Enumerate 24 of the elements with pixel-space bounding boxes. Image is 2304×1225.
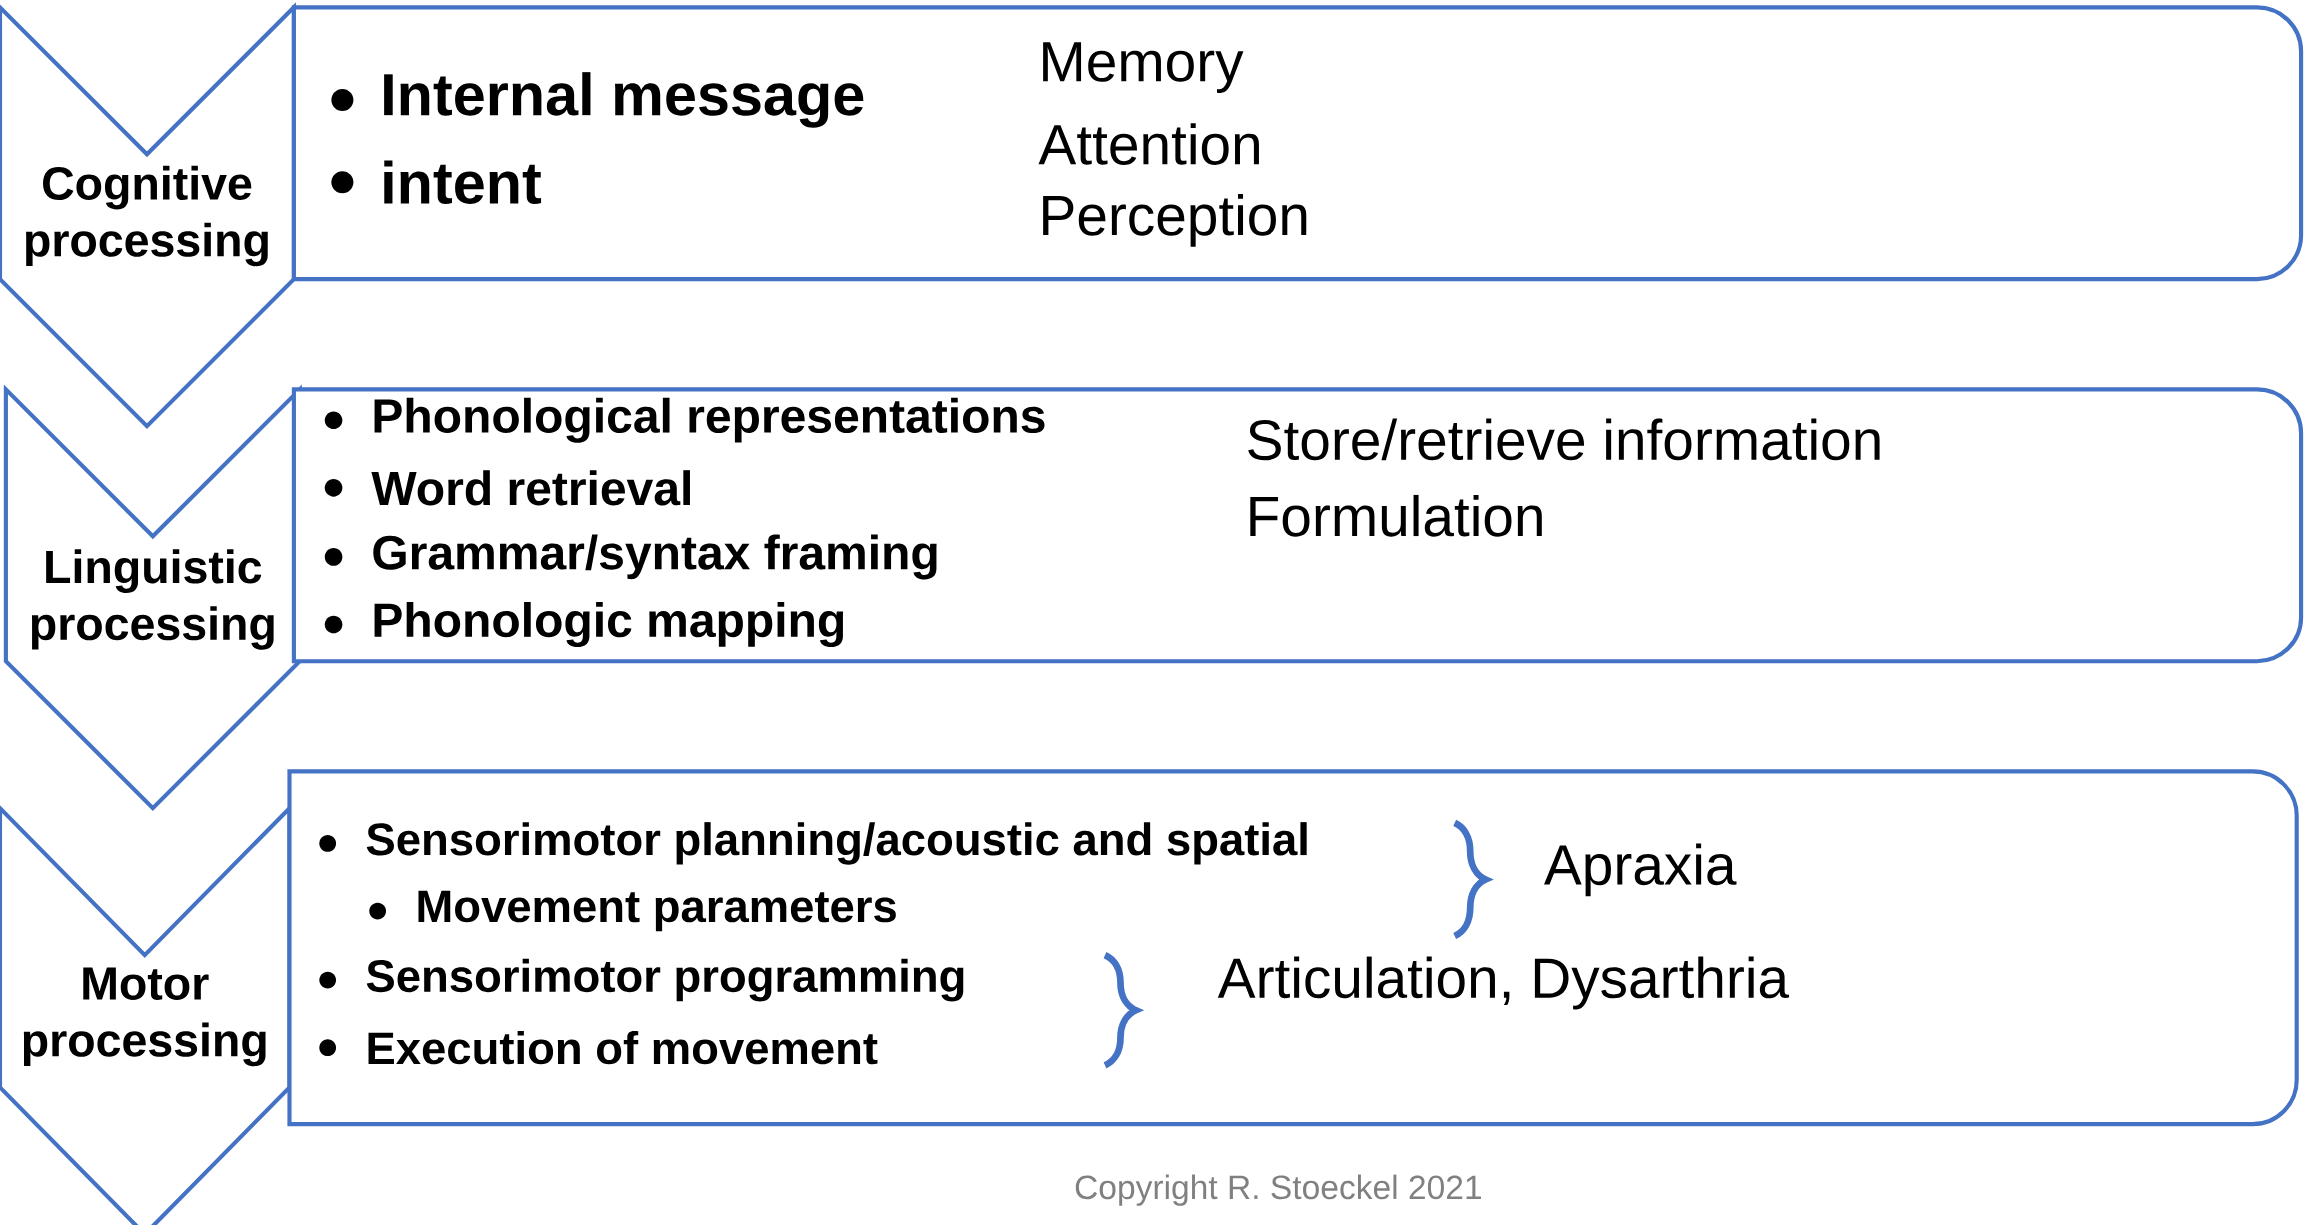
bullet-item: Grammar/syntax framing [373,534,937,580]
rounded-box [291,387,2304,664]
bullet-item: Phonological representations [374,397,1045,443]
rounded-box [291,5,2304,281]
bullet-item: intent [384,160,542,204]
stage-label-box: Linguistic processing [3,384,302,811]
stage-label-box: Motor processing [0,802,292,1225]
rounded-box [287,769,2299,1126]
stage-label-box: Cognitive processing [0,2,296,429]
text-line: Articulation, Dysarthria [1217,956,1789,1010]
bullet-item: Execution of movement [368,1030,878,1065]
text-line: Apraxia [1544,843,1737,897]
bullet-item: Sensorimotor planning/acoustic and spatial [366,821,1307,865]
bullet-item: Word retrieval [371,469,690,506]
text-line: Store/retrieve information [1248,418,1880,460]
sub-bullet-item: Movement parameters [418,890,896,932]
bullet-item: Internal message [384,71,864,128]
copyright-note: Copyright R. Stoeckel 2021 [1075,1174,1481,1206]
bullet-item: Phonologic mapping [374,601,844,647]
text-line: Memory [1043,41,1244,93]
bullet-item: Sensorimotor programming [366,958,964,1002]
text-line: Attention [1038,122,1259,165]
text-line: Formulation [1250,494,1542,537]
text-line: Perception [1043,193,1307,247]
